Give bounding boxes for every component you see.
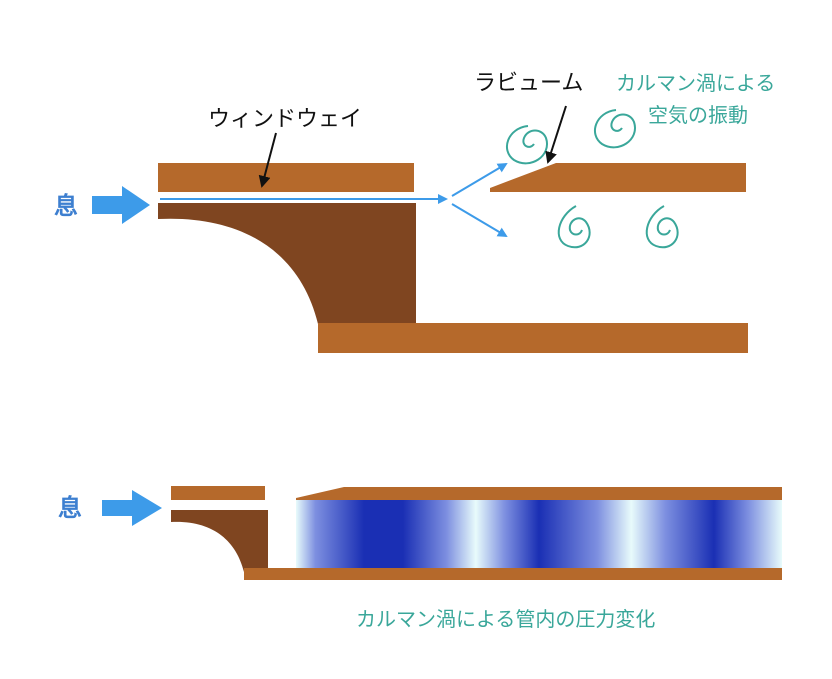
air-stream-down <box>451 203 508 238</box>
labium-pointer-arrow <box>545 105 567 164</box>
vortex-spiral-icon <box>645 205 679 249</box>
breath-arrow-icon <box>92 186 150 224</box>
windway-floor-block-small <box>171 510 268 572</box>
breath-label-bottom: 息 <box>58 494 82 522</box>
tube-wall-bottom-small <box>244 568 782 580</box>
karman-label-line2: 空気の振動 <box>648 103 748 127</box>
windway-label: ウィンドウェイ <box>208 107 362 132</box>
karman-label-line1: カルマン渦による <box>616 71 775 95</box>
windway-pointer-arrow <box>258 132 277 188</box>
breath-label-top: 息 <box>54 192 78 220</box>
labium-block <box>490 163 746 192</box>
windway-roof-block-small <box>171 486 265 500</box>
vortex-spiral-icon <box>594 109 636 149</box>
tube-top-wall <box>296 487 782 500</box>
vortex-spiral-icon <box>506 125 548 165</box>
windway-roof-block <box>158 163 414 192</box>
bottom-caption: カルマン渦による管内の圧力変化 <box>356 607 655 631</box>
labium-label: ラビューム <box>474 71 583 96</box>
tube-wall-bottom <box>318 323 748 353</box>
pressure-field <box>296 500 782 568</box>
air-stream-up <box>451 162 508 197</box>
vortex-spiral-icon <box>557 205 591 249</box>
breath-arrow-icon <box>102 490 162 526</box>
windway-floor-block <box>158 203 416 324</box>
